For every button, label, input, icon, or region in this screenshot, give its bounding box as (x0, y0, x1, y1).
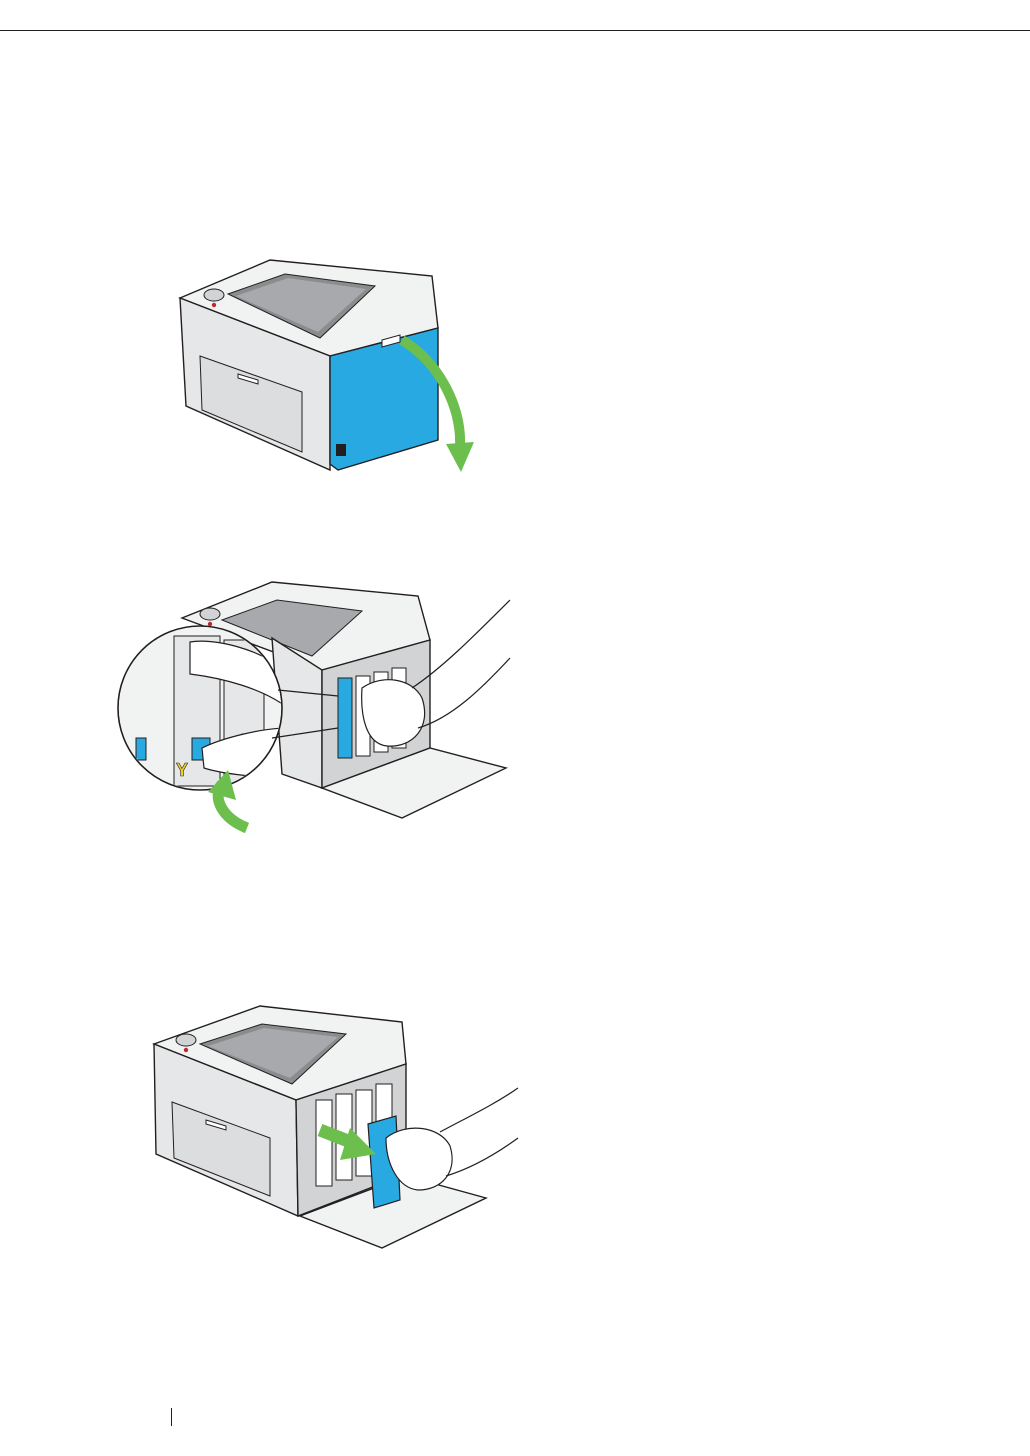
remove-cartridge-illustration (150, 1004, 520, 1254)
printer-door-open-illustration (170, 258, 480, 480)
yellow-slot-label: Y (176, 760, 188, 780)
printer-cartridge-lever-icon: Y (112, 578, 520, 838)
printer-door-open-arrow-icon (170, 258, 480, 480)
footer-rule (171, 1408, 172, 1426)
top-rule (0, 30, 1030, 31)
printer-cartridge-remove-icon (150, 1004, 520, 1254)
cartridge-lever-illustration: Y (112, 578, 520, 838)
